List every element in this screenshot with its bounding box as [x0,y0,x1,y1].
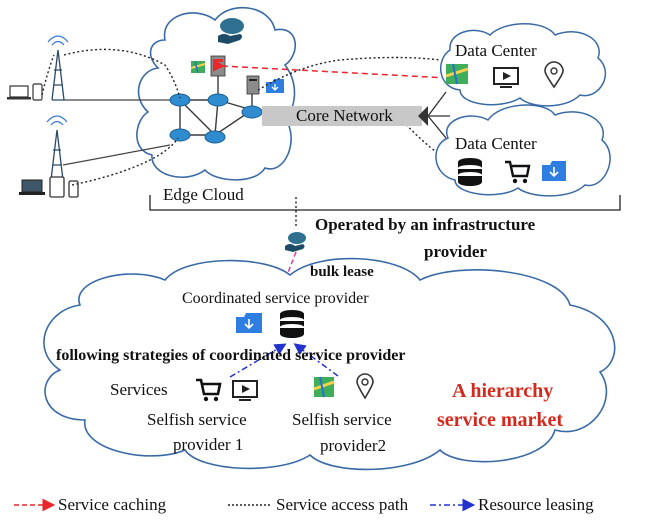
data-center-cloud-top [440,23,607,107]
hand-cloud-icon [285,232,306,252]
operated-by-label-line2: provider [424,242,487,261]
router-icon [204,130,226,144]
play-icon [493,67,519,88]
edge-cloud-label: Edge Cloud [163,185,244,204]
database-icon [280,310,304,338]
tower-links [62,99,171,166]
location-pin-icon [544,61,564,89]
coordinated-provider-label: Coordinated service provider [182,290,369,307]
tower-icon [47,35,69,101]
market-cloud-shape [43,257,616,471]
selfish1-label-line2: provider 1 [173,435,244,454]
hierarchy-label-line1: A hierarchy [452,380,554,402]
core-network-label: Core Network [296,106,393,125]
hierarchy-label-line2: service market [437,409,564,431]
router-icon [241,105,263,119]
data-center-top-label: Data Center [455,41,537,60]
legend-service-caching: Service caching [58,495,167,514]
map-icon [313,376,335,398]
router-icon [169,93,191,107]
services-label: Services [110,380,168,399]
following-strategies-label: following strategies of coordinated serv… [56,347,406,364]
router-icon [207,93,229,107]
legend-resource-leasing: Resource leasing [478,495,594,514]
map-icon [190,60,206,74]
selfish2-label-line1: Selfish service [292,410,392,429]
legend-service-access-path: Service access path [276,495,409,514]
tablet-icon [49,176,65,198]
laptop-icon [19,179,45,195]
phone-icon [68,180,79,198]
resource-leasing-arrows [229,343,339,378]
folder-icon [236,313,262,333]
cart-icon [196,378,222,402]
folder-icon [542,161,566,181]
tower-icon [46,115,68,181]
phone-icon [32,83,43,101]
operated-by-label-line1: Operated by an infrastructure [315,215,536,234]
core-network-bar [262,106,422,126]
cart-icon [505,160,531,184]
map-icon [445,63,469,85]
selfish1-label-line1: Selfish service [147,410,247,429]
location-pin-icon [356,373,374,400]
play-icon [232,380,258,401]
laptop-icon [7,85,31,100]
data-center-bottom-label: Data Center [455,134,537,153]
core-network-arrow [418,106,428,126]
infrastructure-bracket [149,195,621,211]
hand-cloud-icon [218,18,244,44]
selfish2-label-line2: provider2 [320,436,387,455]
database-icon [458,158,482,186]
router-icon [169,128,191,142]
service-caching-line [212,59,449,79]
bulk-lease-label: bulk lease [310,264,374,280]
